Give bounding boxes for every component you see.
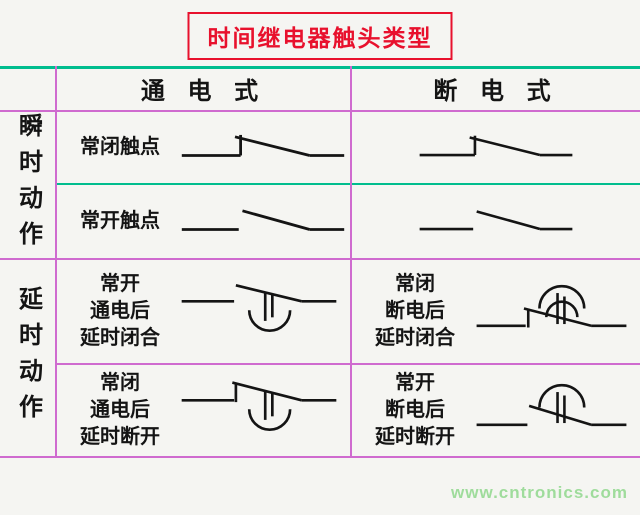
row-group-instantaneous-label: 瞬时动作: [14, 113, 42, 257]
column-header-energized: 通 电 式: [57, 66, 350, 110]
contact-label: 常闭触点: [80, 136, 160, 158]
normally-open-contact-symbol: [419, 209, 573, 230]
row2-row3-divider: [0, 258, 640, 260]
normally-closed-delay-close-contact-symbol: [476, 284, 627, 327]
table-top-border: [0, 66, 640, 69]
cell-deenergized-nc-instant: [352, 112, 640, 183]
row1-row2-divider: [55, 183, 640, 185]
normally-closed-delay-open-contact-symbol: [181, 380, 337, 431]
middle-column-divider: [350, 66, 352, 458]
watermark-text: www.cntronics.com: [451, 483, 628, 502]
cell-energized-nc-delay-open: 常闭 通电后 延时断开: [57, 365, 350, 456]
normally-closed-contact-symbol: [419, 135, 573, 156]
normally-closed-contact-symbol: [181, 134, 345, 157]
normally-open-contact-symbol: [181, 208, 345, 231]
cell-energized-nc-instant: 常闭触点: [57, 112, 350, 183]
row-group-delayed: 延时动作: [0, 260, 55, 456]
cell-deenergized-no-instant: [352, 185, 640, 258]
contact-label: 常开触点: [80, 210, 160, 232]
header-divider: [0, 110, 640, 112]
row3-row4-divider: [55, 363, 640, 365]
left-column-divider: [55, 66, 57, 458]
normally-open-delay-close-contact-symbol: [181, 283, 337, 332]
contact-label: 常闭 断电后 延时闭合: [375, 273, 455, 349]
cell-deenergized-no-delay-open: 常开 断电后 延时断开: [352, 365, 640, 456]
normally-open-delay-open-contact-symbol: [476, 383, 627, 426]
cell-energized-no-instant: 常开触点: [57, 185, 350, 258]
column-header-deenergized-label: 断 电 式: [433, 77, 559, 105]
cell-energized-no-delay-close: 常开 通电后 延时闭合: [57, 260, 350, 363]
row-group-delayed-label: 延时动作: [14, 286, 42, 430]
contact-label: 常开 通电后 延时闭合: [80, 273, 160, 349]
column-header-energized-label: 通 电 式: [140, 77, 267, 105]
column-header-deenergized: 断 电 式: [352, 66, 640, 110]
contact-label: 常闭 通电后 延时断开: [80, 372, 160, 448]
cell-deenergized-nc-delay-close: 常闭 断电后 延时闭合: [352, 260, 640, 363]
table-bottom-border: [0, 456, 640, 458]
page-title: 时间继电器触头类型: [187, 12, 453, 60]
contact-label: 常开 断电后 延时断开: [375, 372, 455, 448]
row-group-instantaneous: 瞬时动作: [0, 112, 55, 258]
